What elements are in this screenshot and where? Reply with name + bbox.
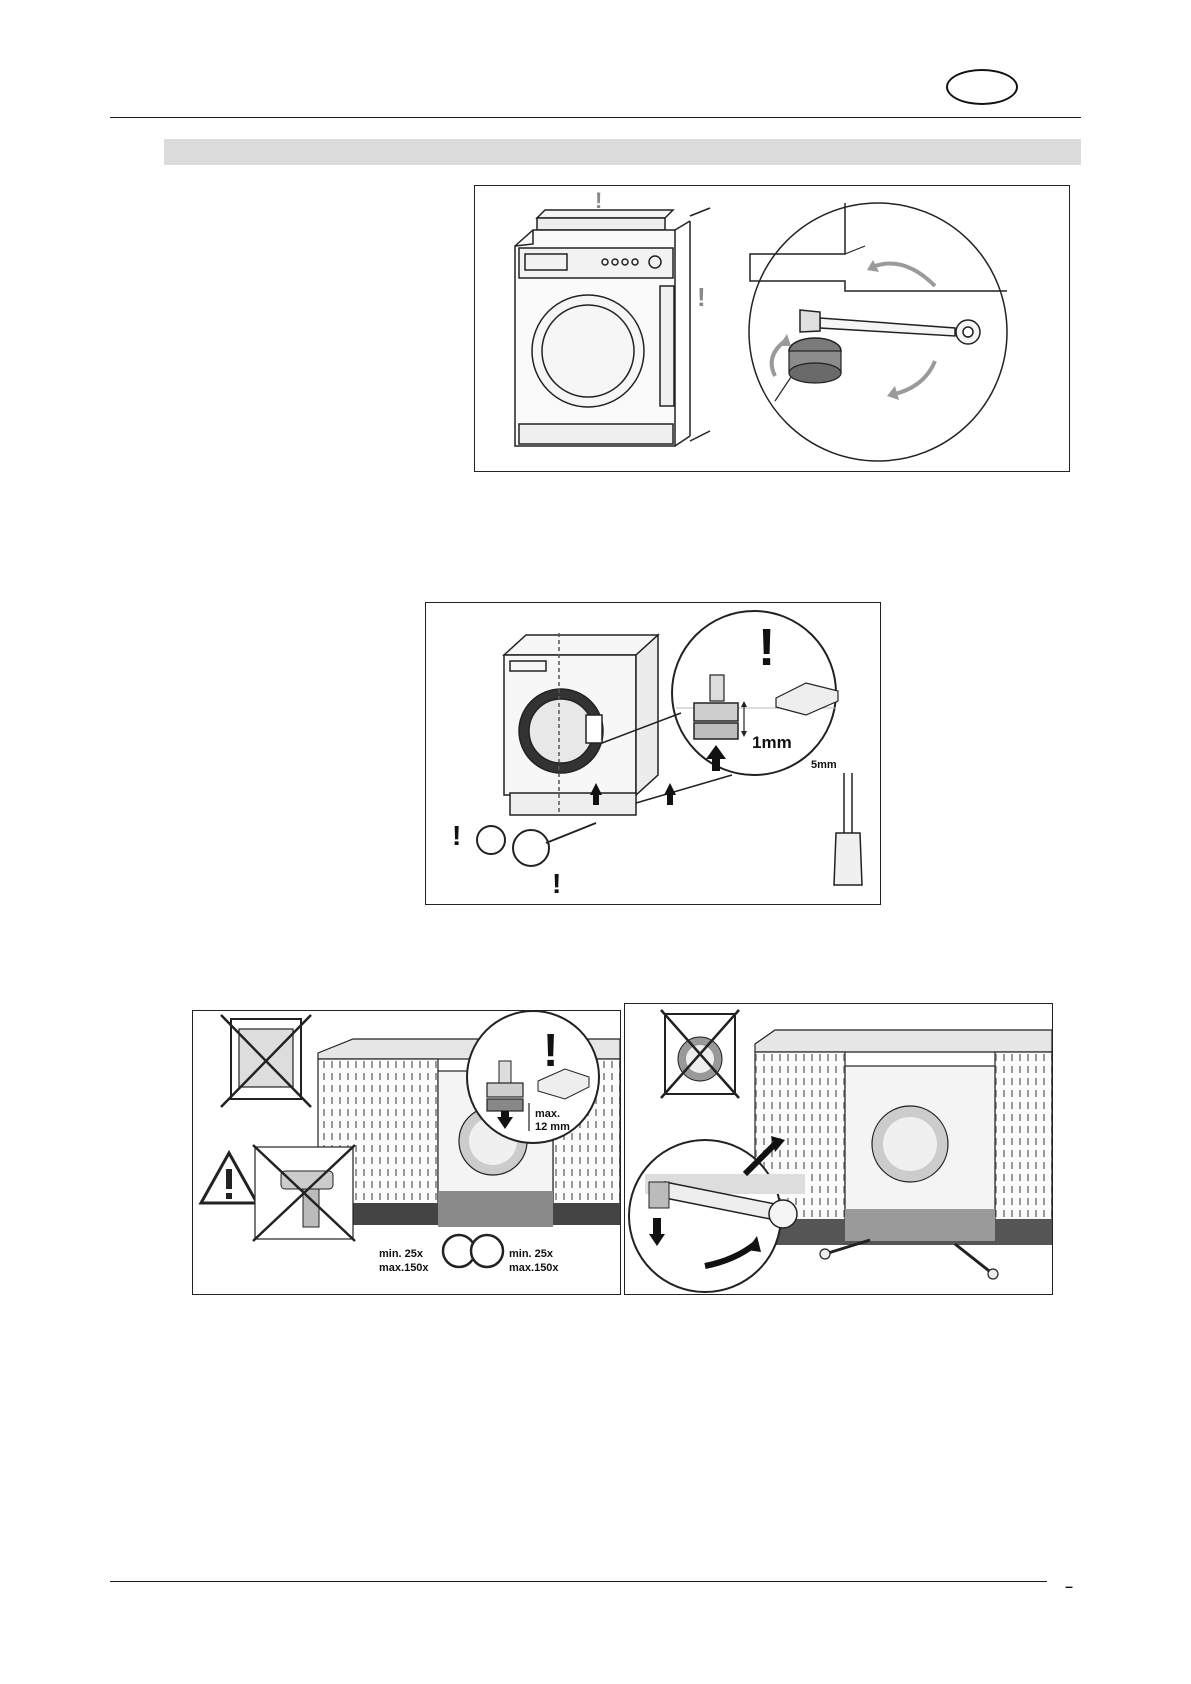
figure-builtin-adjustment: ! max. 12 mm min. 25x max.150x min. 25x …: [192, 1010, 621, 1295]
crossed-washing-machine-icon: [660, 1009, 740, 1099]
turns-right-line2: max.150x: [509, 1262, 559, 1274]
figure-builtin-adjustment-illustration: ! max. 12 mm min. 25x max.150x min. 25x …: [198, 1011, 620, 1274]
turns-right-line1: min. 25x: [509, 1248, 554, 1260]
screwdriver-width-label: 5mm: [811, 759, 837, 771]
footer-rule: [110, 1581, 1047, 1582]
turns-left-line1: min. 25x: [379, 1248, 424, 1260]
turns-left-line2: max.150x: [379, 1262, 429, 1274]
crossed-power-drill-icon: [252, 1144, 356, 1242]
adjust-label-line1: max.: [535, 1108, 560, 1120]
warning-mark-left: !: [452, 820, 461, 851]
warning-mark-detail: !: [758, 619, 775, 677]
figure-nut-adjustment-illustration: ! 1mm 5mm ! !: [452, 610, 863, 899]
figure-levelling-feet: ! !: [474, 185, 1070, 472]
nut-detail-circle: ! 1mm: [601, 610, 839, 804]
language-badge: [946, 69, 1018, 105]
spanner-icon: [799, 309, 981, 345]
warning-triangle-icon: [198, 1149, 260, 1205]
magnified-foot-detail: [748, 202, 1008, 462]
adjust-label-line2: 12 mm: [535, 1121, 570, 1133]
nut-gap-label: 1mm: [752, 733, 792, 752]
figure-levelling-feet-illustration: ! !: [514, 188, 1008, 462]
figure-nut-adjustment: ! 1mm 5mm ! !: [425, 602, 881, 905]
page-number: –: [1065, 1578, 1073, 1594]
section-heading-bar: [164, 139, 1081, 165]
warning-mark-top: !: [595, 188, 602, 213]
spanner-icon: [628, 1136, 805, 1293]
warning-mark-detail: !: [543, 1024, 558, 1076]
crossed-window-icon: [220, 1014, 312, 1108]
warning-mark-side: !: [697, 282, 706, 312]
figure-builtin-final: [624, 1003, 1053, 1295]
warning-mark-bottom: !: [552, 868, 561, 899]
header-rule: [110, 117, 1081, 118]
figure-builtin-final-illustration: [628, 1009, 1052, 1293]
screwdriver-icon: 5mm: [811, 759, 863, 886]
